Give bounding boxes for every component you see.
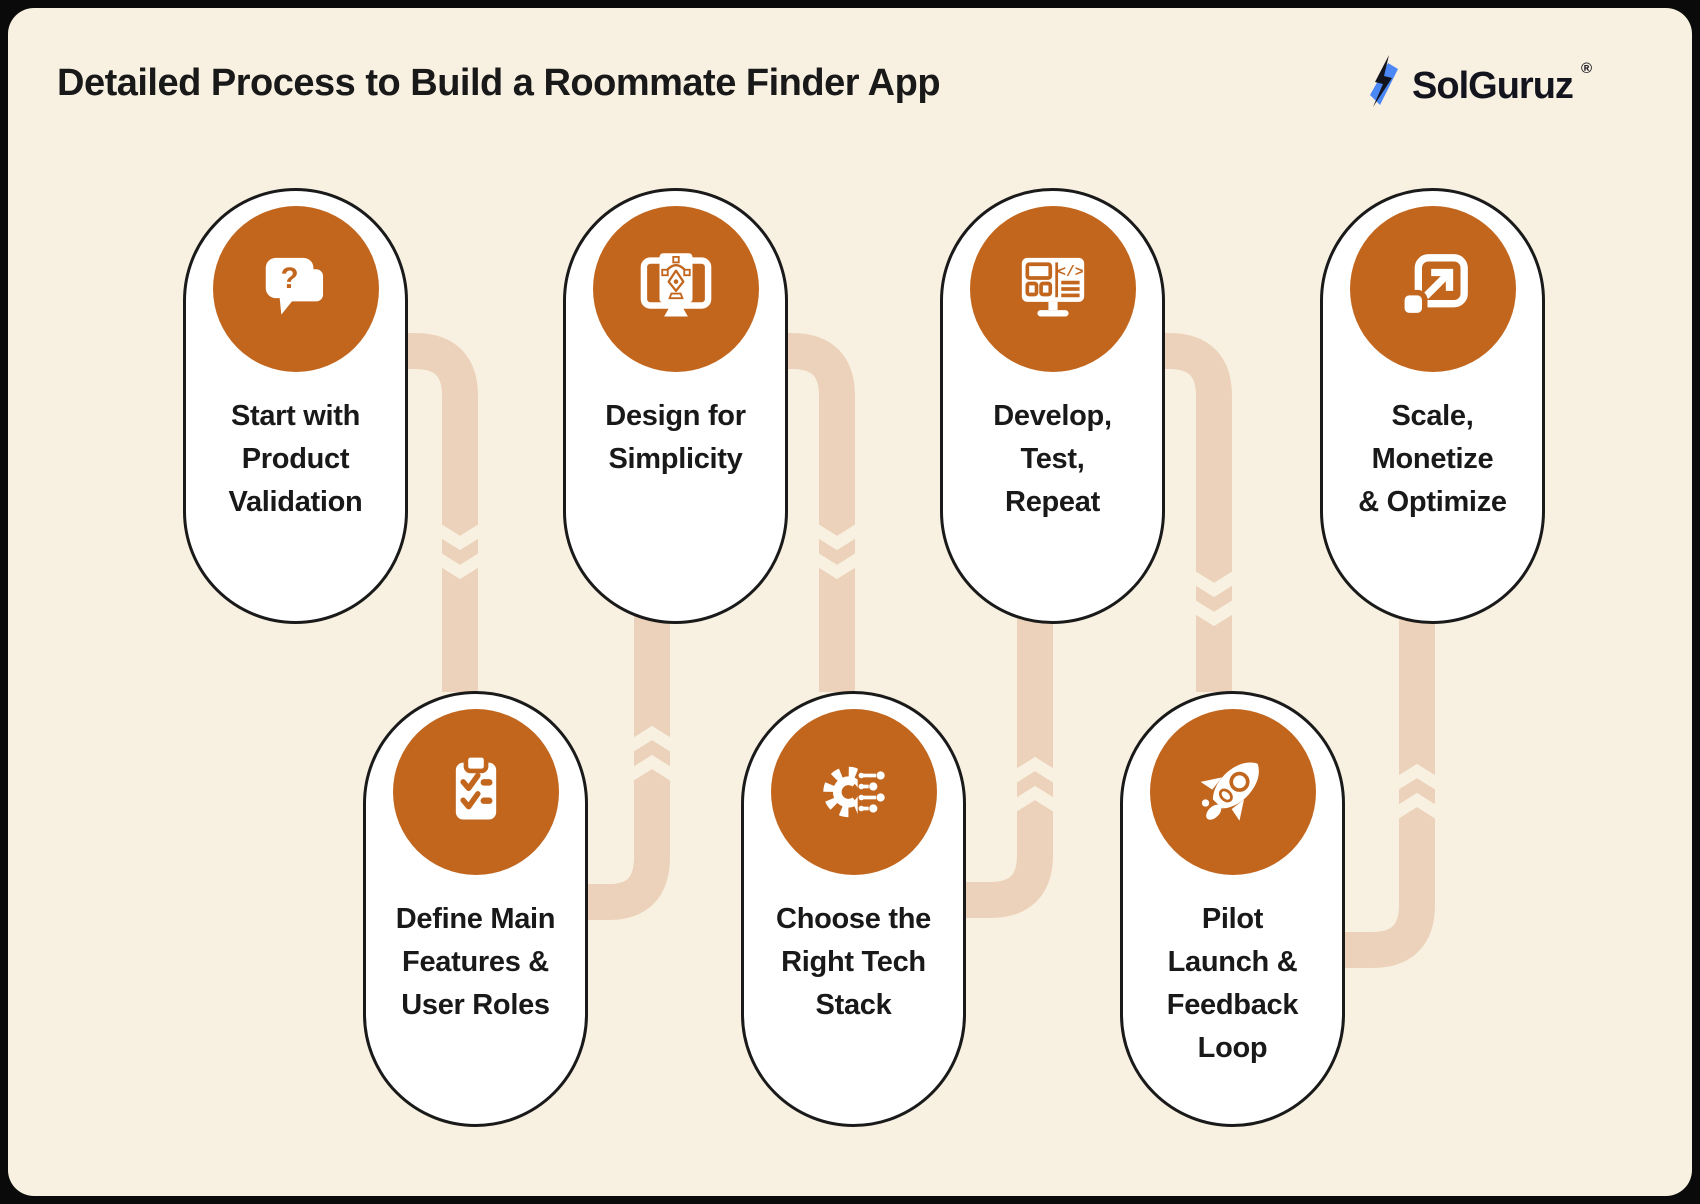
connector-6-7 — [1317, 602, 1435, 968]
clipboard-checklist-icon — [455, 753, 496, 820]
step-card-4: Choose the Right Tech Stack — [741, 691, 966, 1127]
flow-connectors — [377, 333, 1448, 968]
gear-circuit-icon — [822, 759, 891, 825]
connector-5-6 — [1132, 333, 1232, 692]
chevron-down-icon — [806, 549, 868, 580]
solguruz-lightning-icon — [1362, 54, 1404, 118]
step-card-6: Pilot Launch & Feedback Loop — [1120, 691, 1345, 1127]
step-5-label: Develop, Test, Repeat — [993, 400, 1112, 518]
design-monitor-icon — [640, 253, 711, 317]
chevron-up-icon — [621, 725, 683, 756]
chevron-down-icon — [806, 520, 868, 551]
registered-mark: ® — [1580, 60, 1592, 77]
step-6-label: Pilot Launch & Feedback Loop — [1166, 903, 1299, 1064]
step-7-icon-circle — [1349, 206, 1516, 372]
connector-1-2 — [377, 333, 478, 692]
step-card-7: Scale, Monetize & Optimize — [1320, 188, 1545, 624]
infographic-canvas: Detailed Process to Build a Roommate Fin… — [8, 8, 1692, 1196]
rocket-icon — [1200, 762, 1259, 821]
brand-logo: SolGuruz ® — [1362, 54, 1592, 118]
chevron-down-icon — [429, 549, 491, 580]
chat-question-icon: ? — [265, 257, 328, 315]
step-card-5: </> Develop, Test, Repeat — [940, 188, 1165, 624]
code-monitor-icon: </> — [1021, 257, 1084, 317]
connector-2-3 — [559, 602, 670, 920]
chevron-up-icon — [1004, 785, 1066, 816]
step-3-label: Design for Simplicity — [605, 400, 746, 475]
page-title: Detailed Process to Build a Roommate Fin… — [57, 62, 941, 104]
step-1-icon-circle: ? — [212, 206, 379, 372]
brand-name: SolGuruz — [1412, 65, 1574, 107]
step-card-1: ? Start with Product Validation — [183, 188, 408, 624]
chevron-down-icon — [429, 520, 491, 551]
svg-text:?: ? — [280, 262, 298, 295]
scale-expand-icon — [1398, 254, 1468, 319]
step-5-icon-circle: </> — [969, 206, 1136, 372]
step-2-icon-circle — [392, 709, 559, 875]
step-card-3: Design for Simplicity — [563, 188, 788, 624]
step-4-icon-circle — [770, 709, 937, 875]
chevron-up-icon — [621, 754, 683, 785]
chevron-down-icon — [1183, 567, 1245, 598]
step-6-icon-circle — [1149, 709, 1316, 875]
step-1-label: Start with Product Validation — [228, 400, 363, 518]
step-2-label: Define Main Features & User Roles — [395, 903, 556, 1021]
chevron-up-icon — [1386, 792, 1448, 823]
connector-4-5 — [937, 602, 1053, 918]
chevron-down-icon — [1183, 596, 1245, 627]
svg-text:</>: </> — [1057, 265, 1084, 281]
chevron-up-icon — [1386, 763, 1448, 794]
connector-3-4 — [754, 333, 855, 692]
step-card-2: Define Main Features & User Roles — [363, 691, 588, 1127]
step-7-label: Scale, Monetize & Optimize — [1358, 400, 1507, 518]
chevron-up-icon — [1004, 756, 1066, 787]
step-3-icon-circle — [592, 206, 759, 372]
step-4-label: Choose the Right Tech Stack — [776, 903, 931, 1021]
